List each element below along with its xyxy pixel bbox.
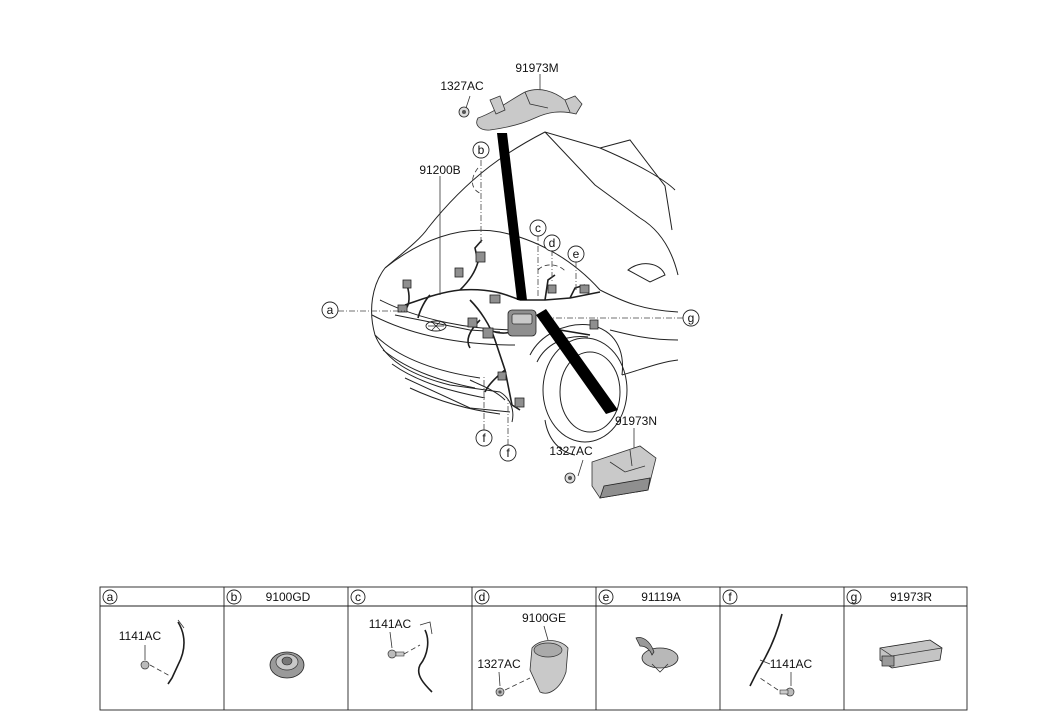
callout-letter: b [478,143,485,157]
callout-letter: d [549,236,556,250]
cell-letter: f [728,590,732,604]
table-cell-c: c 1141AC [350,589,433,693]
callout-b: b [472,141,490,159]
label-1327AC-top: 1327AC [440,79,484,93]
callout-letter: f [482,431,486,445]
label-91973M: 91973M [515,61,558,75]
cover-91973M [458,89,583,131]
table-cell-b: b 9100GD [226,589,311,679]
protector-icon [879,639,943,669]
grommet-icon [635,637,679,673]
cell-letter: d [479,590,486,604]
cell-label: 1141AC [770,657,813,671]
part-labels: 91973M 1327AC 91200B 91973N 1327AC [419,61,657,458]
callout-e: e [567,245,585,263]
cell-letter: g [851,590,858,604]
callout-letter: a [327,303,334,317]
callout-c: c [529,219,547,237]
callout-letter: e [573,247,580,261]
cell-label: 9100GE [522,611,566,625]
table-cell-e: e 91119A [598,589,681,673]
bolt-icon [564,472,576,484]
label-91973N: 91973N [615,414,657,428]
callout-a: a [321,301,339,319]
callout-f-left: f [475,429,493,447]
cell-header: 91973R [890,590,932,604]
table-cell-g: g 91973R [846,589,943,669]
callout-f-right: f [499,444,517,462]
emblem-icon [425,320,447,332]
cell-header: 91119A [641,590,681,604]
label-1327AC-mid: 1327AC [549,444,593,458]
cell-label: 1327AC [477,657,521,671]
wiring-harness [397,239,601,411]
cell-letter: a [107,590,114,604]
cover-91973N [564,445,657,499]
car-outline [371,131,679,456]
bolt-icon [495,687,505,697]
callout-d: d [543,234,561,252]
table-cell-a: a 1141AC [102,589,185,685]
label-91200B: 91200B [419,163,460,177]
cell-label: 1141AC [119,629,162,643]
grommet-icon [269,651,305,679]
bolt-icon [387,649,405,659]
cell-letter: b [231,590,238,604]
bolt-icon [458,106,470,118]
cell-letter: e [603,590,610,604]
callout-letter: f [506,446,510,460]
cell-letter: c [355,590,361,604]
table-cell-d: d 9100GE 1327AC [474,589,569,697]
callout-letter: g [688,311,695,325]
cell-label: 1141AC [369,617,412,631]
callout-g: g [682,309,700,327]
leader-lines [338,74,683,477]
cell-header: 9100GD [266,590,311,604]
bolt-icon [779,687,795,697]
assembly-leaders [497,133,618,414]
callout-letter: c [535,221,541,235]
parts-table: a 1141AC b 9100GD c 1141AC [99,586,968,711]
table-cell-f: f 1141AC [722,589,813,697]
